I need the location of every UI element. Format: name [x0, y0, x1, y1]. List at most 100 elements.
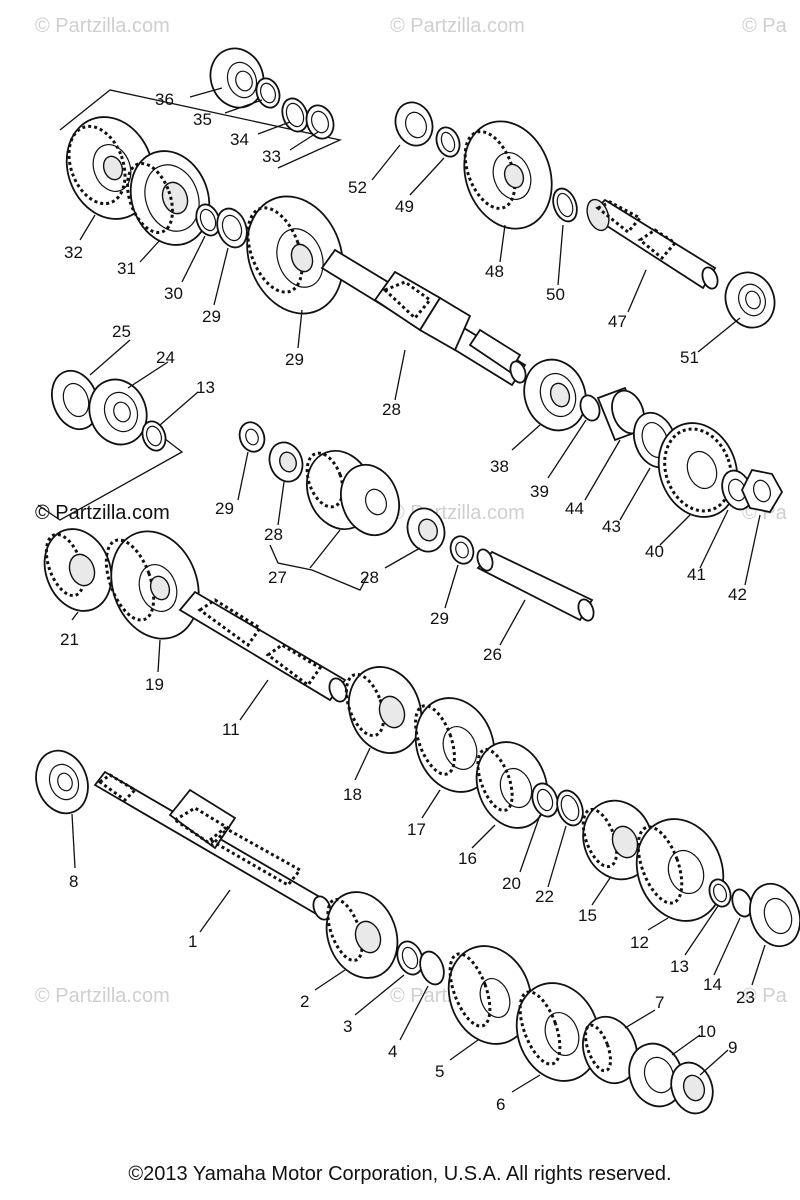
- label-22: 21: [60, 630, 79, 649]
- gear-22: [43, 528, 113, 612]
- bearing-40: [523, 358, 587, 432]
- circlip-37: [281, 97, 309, 133]
- label-13a: 13: [196, 378, 215, 397]
- label-4: 4: [388, 1042, 397, 1061]
- label-31: 29: [285, 350, 304, 369]
- watermark: © Partzilla.com: [35, 985, 170, 1007]
- nut-44: [741, 468, 784, 514]
- washer-3: [396, 940, 424, 976]
- gear-2: [325, 891, 399, 979]
- gear-5: [447, 945, 533, 1045]
- watermark: © Partzilla.com: [35, 15, 170, 37]
- bearing-51: [724, 271, 776, 329]
- label-33: 30: [164, 284, 183, 303]
- label-21: 22: [535, 887, 554, 906]
- label-8: 8: [69, 872, 78, 891]
- washer-20: [531, 782, 559, 818]
- label-41: 39: [530, 482, 549, 501]
- label-45: 43: [602, 517, 621, 536]
- bearing-24: [88, 378, 148, 446]
- label-27: 27: [268, 568, 287, 587]
- gear-48: [463, 120, 553, 230]
- main-shaft-1: [93, 770, 332, 921]
- label-28a: 28: [264, 525, 283, 544]
- bearing-23: [749, 882, 800, 948]
- label-50: 50: [546, 285, 565, 304]
- label-3: 3: [343, 1017, 352, 1036]
- washer-36: [305, 104, 335, 140]
- label-9: 9: [728, 1038, 737, 1057]
- label-2: 2: [300, 992, 309, 1011]
- washer-49: [435, 126, 461, 158]
- bearing-8: [35, 749, 89, 815]
- group-brackets: [37, 89, 369, 591]
- label-35: 32: [64, 243, 83, 262]
- gear-19: [104, 530, 200, 640]
- gear-15: [581, 799, 654, 881]
- label-12: 12: [630, 933, 649, 952]
- washer-38: [255, 77, 281, 109]
- watermark: © Partzilla.com: [35, 502, 170, 524]
- watermark: © Pa: [742, 985, 788, 1007]
- shaft-11: [178, 590, 348, 703]
- shaft-30: [320, 248, 527, 387]
- label-5: 5: [435, 1062, 444, 1081]
- circlip-4: [419, 950, 445, 986]
- shaft-26: [476, 548, 595, 622]
- label-30: 28: [382, 400, 401, 419]
- label-39: 36: [155, 90, 174, 109]
- leader-lines: [71, 87, 766, 1093]
- circlip-21: [556, 789, 584, 827]
- label-48: 48: [485, 262, 504, 281]
- label-51: 51: [680, 348, 699, 367]
- label-14: 14: [703, 975, 722, 994]
- circlip-50: [552, 187, 578, 223]
- label-38: 35: [193, 110, 212, 129]
- watermark: © Partzilla.com: [390, 15, 525, 37]
- shaft-47: [586, 198, 719, 290]
- label-16: 16: [458, 849, 477, 868]
- label-52: 52: [348, 178, 367, 197]
- gear-17: [414, 697, 496, 793]
- label-24: 24: [156, 348, 175, 367]
- bushing-28a: [268, 441, 304, 483]
- washer-32: [216, 207, 248, 249]
- gear-34: [126, 150, 211, 246]
- label-46: 44: [565, 499, 584, 518]
- gear-7: [582, 1015, 638, 1085]
- washer-13b: [708, 878, 732, 908]
- gear-31: [246, 195, 344, 315]
- label-1: 1: [188, 932, 197, 951]
- label-11: 11: [222, 720, 240, 739]
- bushing-28b: [406, 507, 446, 553]
- label-44: 42: [728, 585, 747, 604]
- oil-seal-41: [579, 394, 601, 422]
- label-20: 20: [502, 874, 521, 893]
- label-7: 7: [655, 993, 664, 1012]
- label-6: 6: [496, 1095, 505, 1114]
- label-42: 40: [645, 542, 664, 561]
- label-23: 23: [736, 988, 755, 1007]
- label-37: 34: [230, 130, 249, 149]
- part-labels: 36 35 34 33 32 31 30 29 29 28 52 49 48 5…: [60, 90, 755, 1114]
- label-29b: 29: [430, 609, 449, 628]
- label-15: 15: [578, 906, 597, 925]
- gear-16: [475, 741, 549, 829]
- label-25: 25: [112, 322, 131, 341]
- circlip-13a: [141, 420, 167, 452]
- label-34: 31: [117, 259, 136, 278]
- gear-6: [515, 982, 601, 1082]
- label-13b: 13: [670, 957, 689, 976]
- label-28b: 28: [360, 568, 379, 587]
- label-10: 10: [697, 1022, 716, 1041]
- label-36: 33: [262, 147, 281, 166]
- label-40: 38: [490, 457, 509, 476]
- label-49: 49: [395, 197, 414, 216]
- washer-29a: [238, 421, 266, 453]
- copyright-notice: ©2013 Yamaha Motor Corporation, U.S.A. A…: [128, 1163, 672, 1185]
- label-19: 19: [145, 675, 164, 694]
- bearing-39: [209, 47, 265, 109]
- label-43: 41: [687, 565, 706, 584]
